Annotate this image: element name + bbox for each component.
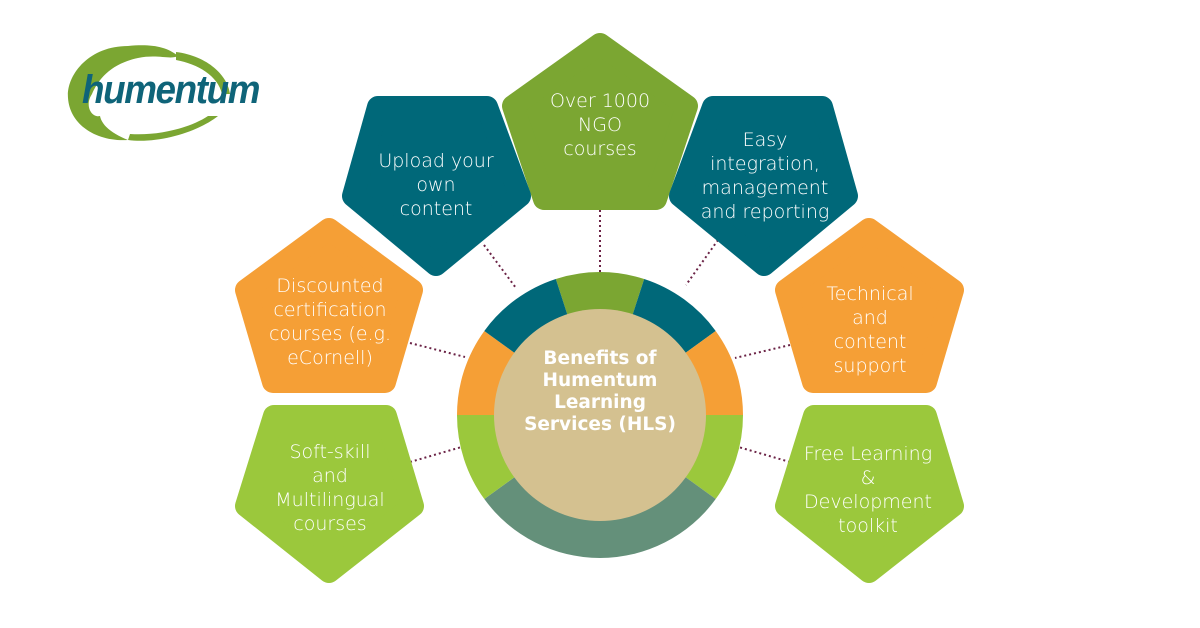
pentagon-free-toolkit <box>775 405 964 583</box>
ring-segment-bottom <box>484 476 716 558</box>
pentagon-soft-skill <box>235 405 424 583</box>
label-free-toolkit: Free Learning & Development toolkit <box>803 443 933 537</box>
ring-segment-top <box>555 272 645 317</box>
pentagon-ngo-courses <box>502 33 698 210</box>
connector-top-left <box>483 244 517 289</box>
logo-text: humentum <box>82 68 260 112</box>
center-ring <box>457 272 743 558</box>
logo-swoosh-icon <box>67 45 230 141</box>
ring-segment-lower-right <box>684 415 743 500</box>
ring-segment-top-right <box>632 278 716 354</box>
center-circle <box>494 309 706 521</box>
benefit-shapes <box>235 33 964 583</box>
pentagon-easy-integration <box>669 96 858 276</box>
pentagon-discounted-certification <box>235 218 423 393</box>
ring-segment-left <box>457 330 516 415</box>
humentum-logo: humentum <box>58 36 260 146</box>
label-ngo-courses: Over 1000 NGO courses <box>549 90 651 160</box>
ring-segment-right <box>684 330 743 415</box>
label-easy-integration: Easy integration, management and reporti… <box>700 129 830 223</box>
ring-segment-lower-left <box>457 415 516 500</box>
ring-segment-top-left <box>484 278 568 354</box>
label-soft-skill: Soft-skill and Multilingual courses <box>275 441 385 535</box>
label-technical-support: Technical and content support <box>826 283 914 377</box>
label-upload-content: Upload your own content <box>378 150 494 220</box>
label-discounted-certification: Discounted certification courses (e.g. e… <box>268 275 392 369</box>
connector-lines <box>409 210 791 463</box>
pentagon-technical-support <box>775 218 964 393</box>
connector-top-right <box>685 239 719 286</box>
pentagon-upload-content <box>342 96 531 276</box>
center-title: Benefits of Humentum Learning Services (… <box>524 348 676 435</box>
